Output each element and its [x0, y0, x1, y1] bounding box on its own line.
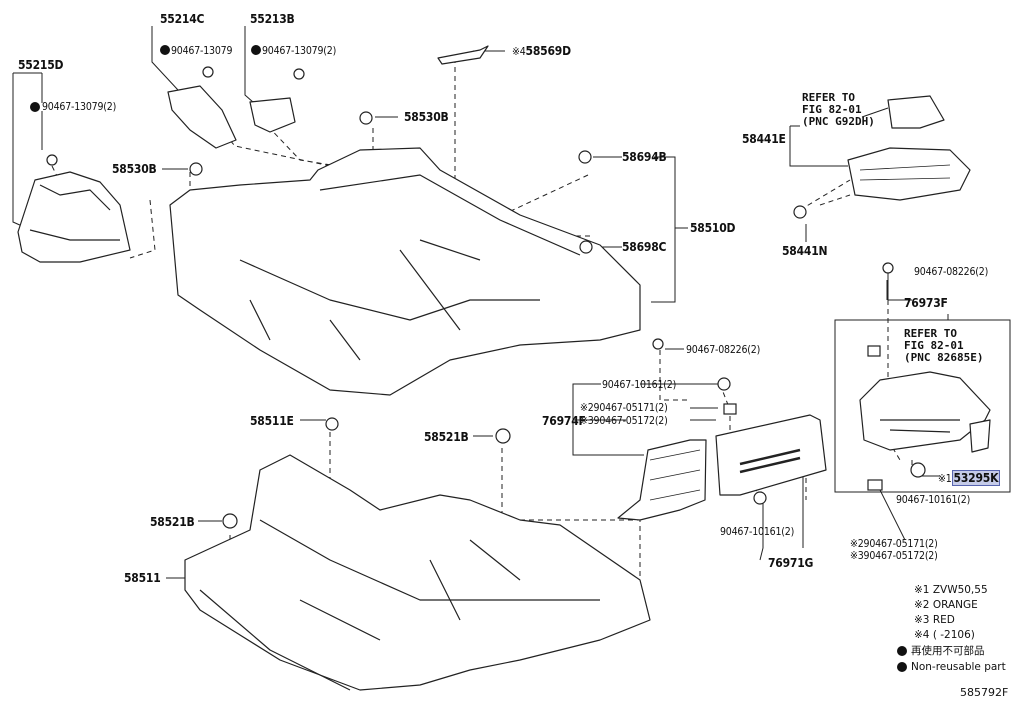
legend-nonreuse-jp: 再使用不可部品 — [911, 645, 985, 657]
diagram-id: 585792F — [960, 686, 1009, 699]
part-number-highlighted: 53295K — [951, 470, 1001, 486]
floor-mat-58511 — [184, 454, 651, 691]
part-label[interactable]: 58530B — [404, 110, 449, 124]
clip-icon — [222, 513, 238, 529]
part-label[interactable]: 58511E — [250, 414, 294, 428]
trim-76974F — [617, 439, 707, 521]
trim-58441E — [847, 147, 971, 201]
clip-icon — [652, 338, 664, 350]
leader-58441E — [789, 125, 848, 167]
clip-icon — [189, 162, 203, 176]
legend-nonreuse-en: Non-reusable part — [911, 661, 1006, 673]
bolt-icon — [793, 205, 807, 219]
pad-55213B — [249, 97, 296, 133]
legend-note-2: ※2 ORANGE — [914, 599, 978, 611]
part-label[interactable]: 58530B — [112, 162, 157, 176]
nonreuse-dot-icon — [897, 646, 907, 656]
part-label[interactable]: ※290467-05171(2) — [580, 402, 668, 414]
clip-icon — [495, 428, 511, 444]
clip-icon — [293, 68, 305, 80]
part-label[interactable]: 55213B — [250, 12, 295, 26]
frame-76973F — [834, 319, 1011, 493]
part-label[interactable]: 58521B — [150, 515, 195, 529]
trim-76971G — [715, 414, 827, 496]
part-label[interactable]: 90467-10161(2) — [602, 379, 677, 391]
refer-note: REFER TO FIG 82-01 (PNC G92DH) — [802, 91, 875, 128]
part-label[interactable]: 90467-13079(2) — [42, 101, 117, 113]
leader-76971G — [759, 475, 804, 561]
leader-55214C — [151, 26, 179, 91]
trim-refer-a — [887, 95, 945, 129]
clip-icon — [359, 111, 373, 125]
strip-58569D — [437, 45, 489, 65]
leader-58510D — [651, 156, 688, 303]
part-label[interactable]: 76971G — [768, 556, 814, 570]
panel-53295K — [969, 419, 991, 453]
part-label[interactable]: ※290467-05171(2) — [850, 538, 938, 550]
clip-icon — [723, 403, 737, 415]
pad-55215D — [17, 171, 131, 263]
refer-note: REFER TO FIG 82-01 (PNC 82685E) — [904, 327, 984, 364]
part-label[interactable]: 58510D — [690, 221, 736, 235]
clip-icon — [910, 462, 926, 478]
nonreuse-dot-icon — [251, 45, 261, 55]
part-label[interactable]: 58698C — [622, 240, 667, 254]
clip-icon — [867, 479, 883, 491]
note-mark: ※4 — [512, 46, 526, 58]
part-label[interactable]: 58521B — [424, 430, 469, 444]
part-label[interactable]: 76974F — [542, 414, 586, 428]
clip-icon — [882, 262, 894, 274]
part-label[interactable]: ※390467-05172(2) — [580, 415, 668, 427]
part-label[interactable]: 58694B — [622, 150, 667, 164]
clip-icon — [717, 377, 731, 391]
part-label[interactable]: 90467-13079(2) — [262, 45, 337, 57]
clip-icon — [867, 345, 881, 357]
nonreuse-dot-icon — [30, 102, 40, 112]
legend-note-3: ※3 RED — [914, 614, 955, 626]
part-label[interactable]: 90467-13079 — [171, 45, 233, 57]
clip-icon — [325, 417, 339, 431]
leader-55215D — [12, 72, 42, 227]
leader-76974F — [572, 383, 718, 456]
floor-carpet-58510D — [169, 147, 641, 396]
part-label[interactable]: ※390467-05172(2) — [850, 550, 938, 562]
legend-note-1: ※1 ZVW50,55 — [914, 584, 988, 596]
part-label[interactable]: 90467-08226(2) — [914, 266, 989, 278]
part-label[interactable]: 58511 — [124, 571, 161, 585]
nonreuse-dot-icon — [160, 45, 170, 55]
part-label[interactable]: 90467-10161(2) — [720, 526, 795, 538]
part-number: 58569D — [525, 44, 572, 58]
part-label[interactable]: 55215D — [18, 58, 64, 72]
part-label[interactable]: 90467-10161(2) — [896, 494, 971, 506]
part-label[interactable]: 58441N — [782, 244, 828, 258]
part-label[interactable]: 58441E — [742, 132, 786, 146]
grommet-icon — [578, 150, 592, 164]
note-mark: ※1 — [938, 473, 952, 485]
part-label[interactable]: 55214C — [160, 12, 205, 26]
pad-55214C — [167, 85, 237, 149]
part-label[interactable]: ※458569D — [512, 44, 571, 59]
leader-55213B — [244, 26, 263, 111]
part-label[interactable]: 76973F — [904, 296, 948, 310]
legend-note-4: ※4 ( -2106) — [914, 629, 975, 641]
clip-icon — [46, 154, 58, 166]
clip-icon — [202, 66, 214, 78]
clip-icon — [753, 491, 767, 505]
grommet-icon — [579, 240, 593, 254]
nonreuse-dot-icon — [897, 662, 907, 672]
part-label[interactable]: 90467-08226(2) — [686, 344, 761, 356]
